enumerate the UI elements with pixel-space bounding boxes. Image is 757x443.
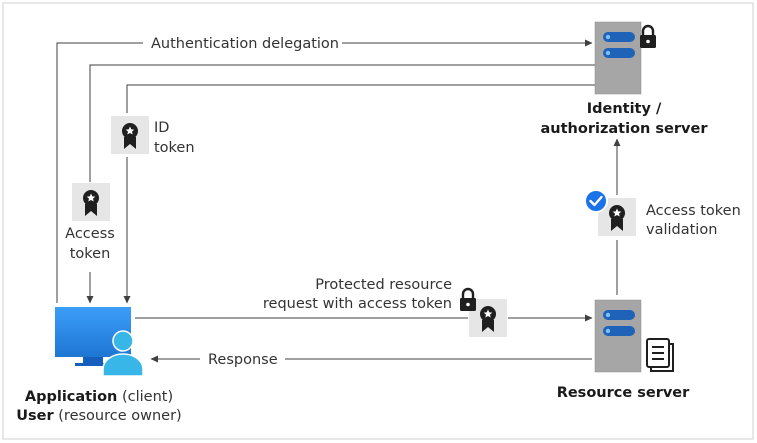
- protected-request-label-line1: Protected resource: [315, 277, 452, 293]
- access-token-flow: [86, 64, 595, 304]
- resource-server-title: Resource server: [557, 385, 690, 401]
- authentication-delegation-flow: [56, 39, 593, 303]
- client-role-label: (client): [117, 389, 173, 405]
- id-token-flow: [123, 84, 595, 304]
- client-label-line2: User (resource owner): [16, 408, 181, 424]
- identity-server-title-line1: Identity /: [587, 101, 662, 117]
- validation-label-line1: Access token: [646, 203, 741, 219]
- request-lock-icon: [458, 287, 478, 313]
- validation-label-line2: validation: [646, 222, 717, 238]
- resource-server-icon: [594, 299, 642, 373]
- id-token-label-line2: token: [154, 140, 195, 156]
- document-icon: [646, 338, 674, 372]
- id-token-badge-icon: [111, 116, 149, 154]
- response-label: Response: [208, 352, 278, 368]
- identity-server-icon: [594, 21, 642, 95]
- application-label: Application: [25, 389, 118, 405]
- identity-lock-icon: [638, 24, 658, 50]
- access-token-badge-icon: [72, 183, 110, 221]
- authentication-delegation-label: Authentication delegation: [151, 36, 339, 52]
- checkmark-icon: [584, 189, 608, 213]
- user-icon: [102, 330, 144, 377]
- user-label: User: [16, 408, 54, 424]
- user-role-label: (resource owner): [54, 408, 182, 424]
- client-label-line1: Application (client): [25, 389, 173, 405]
- identity-server-title-line2: authorization server: [541, 121, 709, 137]
- protected-request-label-line2: request with access token: [263, 296, 452, 312]
- access-token-label-line1: Access: [65, 226, 115, 242]
- access-token-label-line2: token: [70, 246, 111, 262]
- id-token-label-line1: ID: [154, 120, 169, 136]
